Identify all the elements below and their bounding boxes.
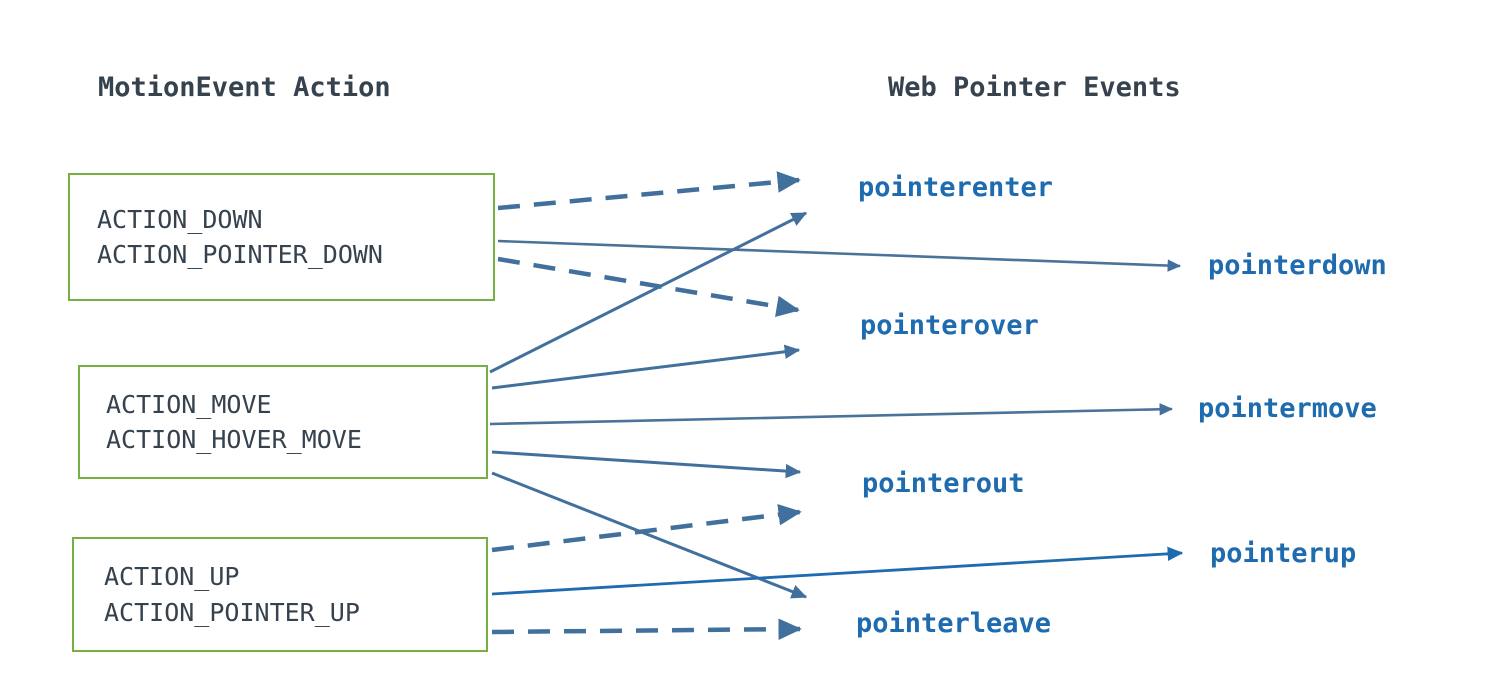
wire-down-to-pointerenter	[497, 171, 801, 211]
action-box-up[interactable]: ACTION_UP ACTION_POINTER_UP	[72, 537, 488, 652]
pointer-event-label-pointerleave[interactable]: pointerleave	[856, 608, 1052, 639]
wire-up-to-pointerleave	[491, 618, 802, 640]
pointer-event-label-pointerenter[interactable]: pointerenter	[858, 172, 1054, 203]
wire-move-to-pointerover	[491, 344, 801, 390]
wire-up-to-pointerout	[491, 503, 802, 553]
pointer-event-label-pointerup[interactable]: pointerup	[1210, 538, 1357, 569]
action-box-move[interactable]: ACTION_MOVE ACTION_HOVER_MOVE	[78, 365, 488, 479]
action-box-down[interactable]: ACTION_DOWN ACTION_POINTER_DOWN	[68, 173, 495, 301]
wire-move-to-pointerout	[491, 450, 802, 479]
wire-move-to-pointermove	[489, 403, 1174, 426]
pointer-event-label-pointerdown[interactable]: pointerdown	[1208, 250, 1387, 281]
action-label-action-up: ACTION_UP	[104, 562, 240, 591]
wire-down-to-pointerdown	[497, 239, 1182, 272]
wire-up-to-pointerup	[491, 546, 1184, 596]
column-header-motionevent: MotionEvent Action	[98, 72, 391, 103]
wire-move-to-pointerenter	[489, 211, 808, 374]
action-label-action-hover-move: ACTION_HOVER_MOVE	[106, 425, 362, 454]
action-label-action-pointer-down: ACTION_POINTER_DOWN	[97, 240, 383, 269]
action-label-action-pointer-up: ACTION_POINTER_UP	[104, 597, 360, 627]
action-label-action-down: ACTION_DOWN	[97, 204, 263, 234]
action-label-action-move: ACTION_MOVE	[106, 389, 272, 419]
pointer-event-label-pointerout[interactable]: pointerout	[862, 468, 1025, 499]
pointer-event-label-pointerover[interactable]: pointerover	[860, 310, 1039, 341]
wire-down-to-pointerover	[497, 256, 800, 318]
wire-move-to-pointerleave	[491, 471, 808, 599]
pointer-event-label-pointermove[interactable]: pointermove	[1198, 393, 1377, 424]
column-header-web-pointer-events: Web Pointer Events	[888, 72, 1181, 103]
